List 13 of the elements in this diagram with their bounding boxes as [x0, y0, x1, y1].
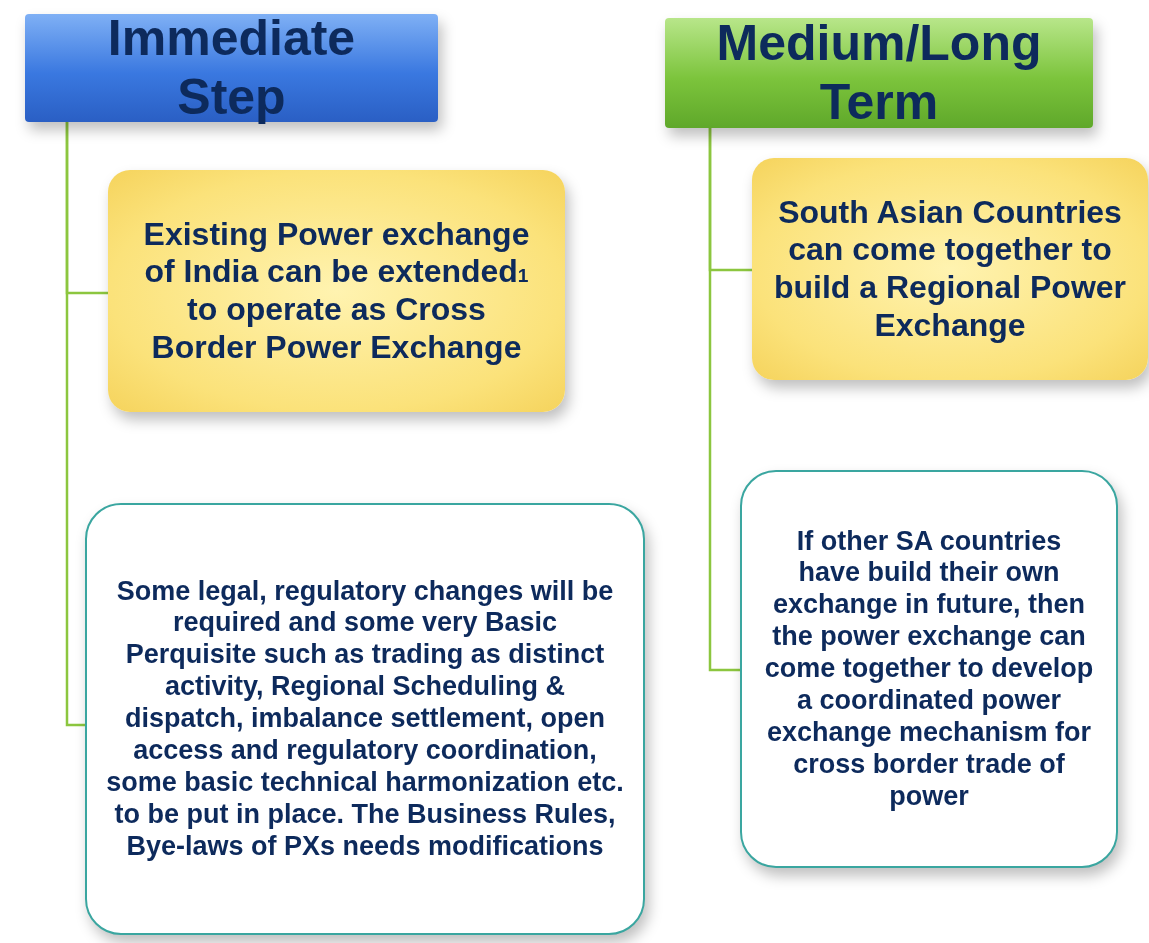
header-box	[25, 14, 438, 122]
box-text: Medium/Long Term	[715, 14, 1043, 132]
connector-line	[65, 122, 85, 727]
box-text: South Asian Countries can come together to build a Regional Power Exchange	[772, 193, 1127, 345]
box-text: Immediate Step	[106, 9, 357, 127]
header-box	[665, 18, 1093, 128]
note-box	[740, 470, 1118, 868]
callout-box	[108, 170, 565, 412]
connector-line	[708, 128, 740, 672]
callout-box	[752, 158, 1148, 380]
note-box	[85, 503, 645, 935]
box-text: Some legal, regulatory changes will be required and some very Basic Perquisite such as trading as distinct activity, Regional Scheduling & dispatch, imbalance settlement, open access and regulatory coordination, some basic technical harmonization etc. to be put in place. The Business Rules, Bye-laws of PXs needs modifications	[105, 575, 625, 863]
box-text: If other SA countries have build their own exchange in future, then the power exchange can come together to develop a coordinated power exchange mechanism for cross border trade of power	[764, 525, 1094, 813]
